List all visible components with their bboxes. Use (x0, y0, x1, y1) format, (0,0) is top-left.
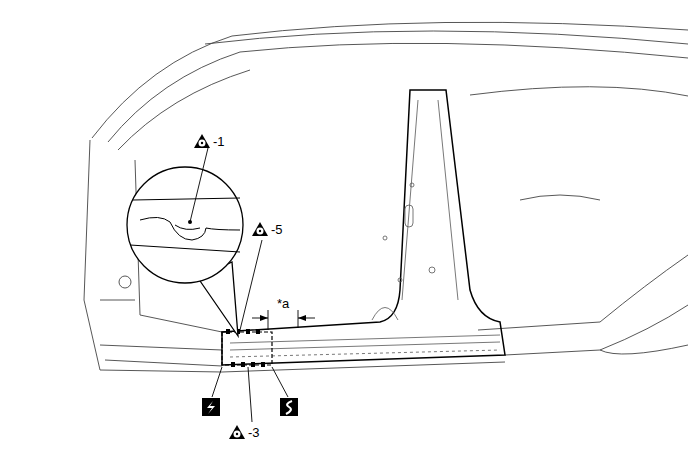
callout-number: -3 (247, 425, 261, 440)
callout-number: -5 (270, 222, 284, 237)
cut-symbol (280, 398, 298, 416)
cut-symbol (202, 398, 220, 416)
callout-number: -1 (212, 134, 226, 149)
dimension-label: *a (276, 296, 290, 311)
weld-symbol (194, 134, 268, 439)
